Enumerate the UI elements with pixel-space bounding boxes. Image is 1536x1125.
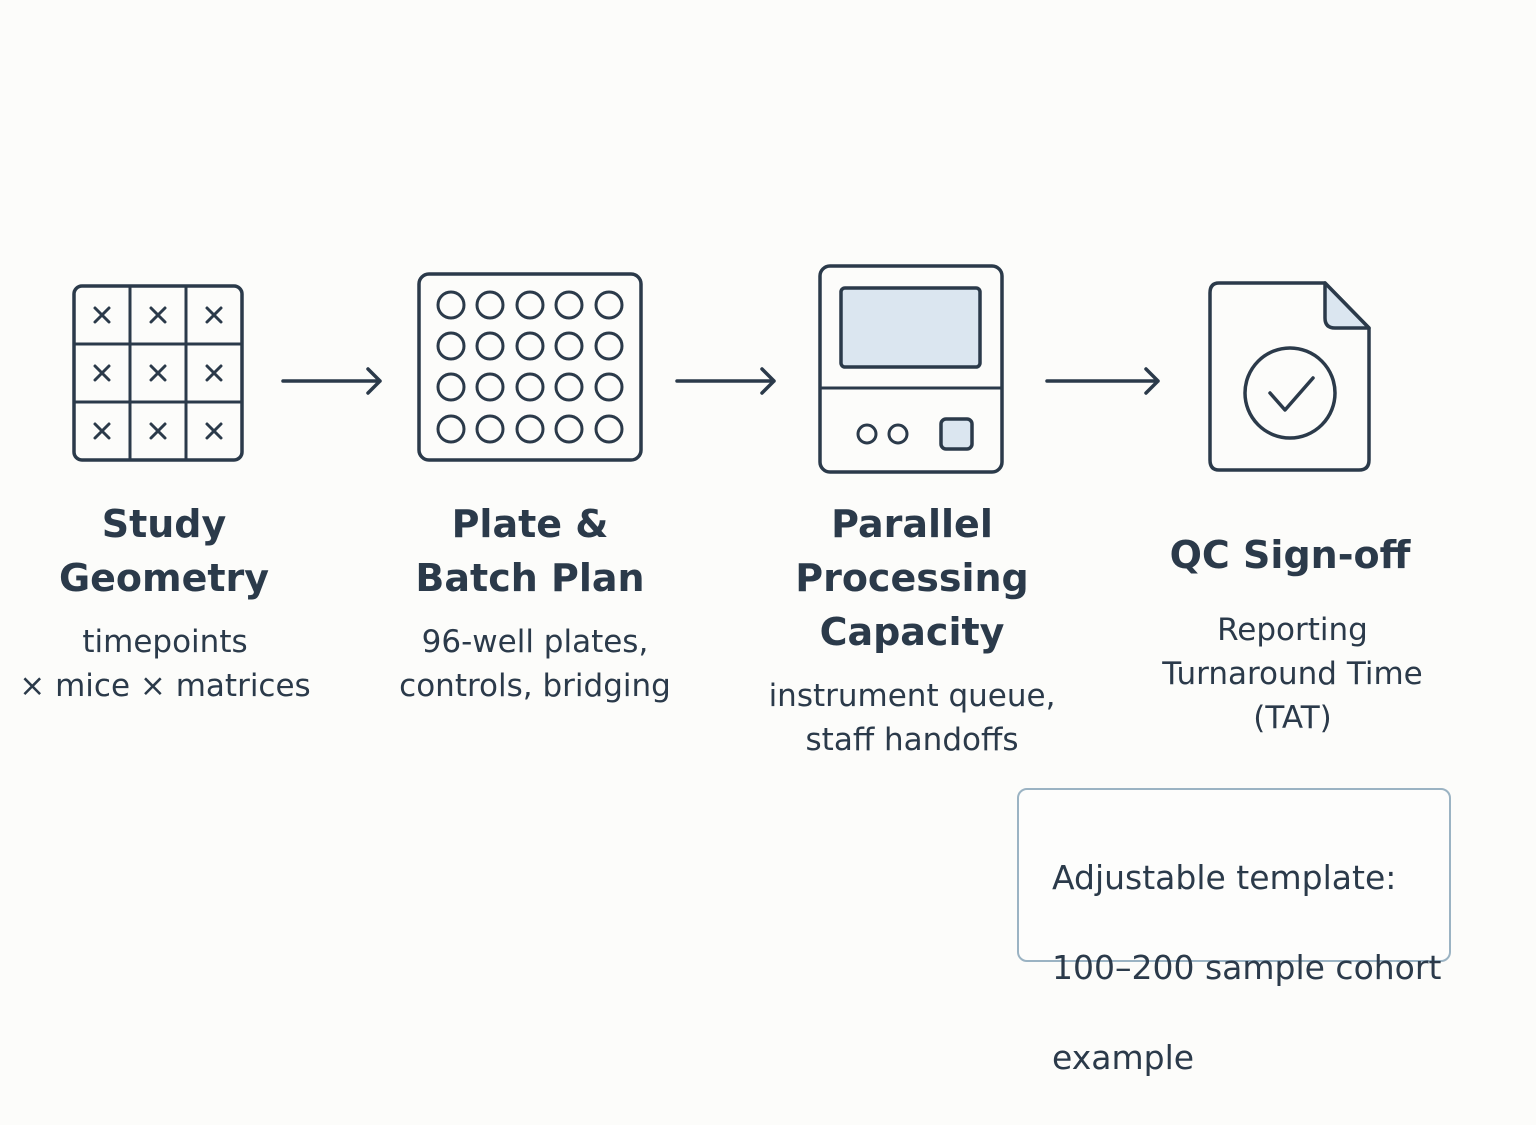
well-circle-icon [436,331,466,361]
step-description-line: timepoints [82,624,248,660]
x-mark-icon [93,364,111,382]
well-plate-icon [417,272,643,462]
note-line: Adjustable template: [1052,858,1397,897]
well-circle-icon [436,290,466,320]
grid-x-icon [72,284,244,462]
x-mark-icon [149,422,167,440]
well-circle-icon [515,290,545,320]
step-description: instrument queue, staff handoffs [742,674,1082,762]
step-title: Parallel Processing Capacity [752,497,1072,659]
step-description-line: Turnaround Time [1162,656,1423,692]
step-title: Plate & Batch Plan [380,497,680,605]
step-description-line: × mice × matrices [19,668,311,704]
arrow-right-icon [674,366,780,400]
step-title-line: Plate & [451,502,609,546]
step-title-line: Capacity [819,610,1005,654]
well-circle-icon [515,372,545,402]
step-title: QC Sign-off [1130,528,1450,582]
well-circle-icon [436,372,466,402]
step-description: 96-well plates, controls, bridging [370,620,700,708]
x-mark-icon [93,306,111,324]
document-check-icon [1207,280,1373,474]
step-description: timepoints × mice × matrices [0,620,330,708]
well-circle-icon [436,414,466,444]
step-description-line: 96-well plates, [421,624,649,660]
step-description: Reporting Turnaround Time (TAT) [1120,608,1465,740]
well-circle-icon [554,331,584,361]
x-mark-icon [149,306,167,324]
instrument-icon [818,264,1004,474]
well-circle-icon [515,414,545,444]
well-circle-icon [594,290,624,320]
step-description-line: staff handoffs [805,722,1019,758]
well-circle-icon [475,372,505,402]
well-circle-icon [594,414,624,444]
x-mark-icon [93,422,111,440]
step-description-line: (TAT) [1253,700,1332,736]
step-title-line: Batch Plan [415,556,645,600]
well-circle-icon [554,290,584,320]
step-title-line: QC Sign-off [1169,533,1411,577]
note-line: 100–200 sample cohort [1052,948,1442,987]
well-circle-icon [554,372,584,402]
well-circle-icon [475,290,505,320]
step-title-line: Study [101,502,227,546]
template-note-box: Adjustable template: 100–200 sample coho… [1017,788,1451,1077]
well-circle-icon [475,414,505,444]
step-title-line: Geometry [58,556,270,600]
x-mark-icon [205,422,223,440]
template-note-text: Adjustable template: 100–200 sample coho… [1052,810,1441,1125]
x-mark-icon [205,306,223,324]
well-circle-icon [594,372,624,402]
step-title-line: Processing [795,556,1029,600]
arrow-right-icon [280,366,386,400]
step-description-line: controls, bridging [399,668,671,704]
arrow-right-icon [1044,366,1164,400]
note-line: example [1052,1038,1195,1077]
x-mark-icon [205,364,223,382]
well-circle-icon [594,331,624,361]
step-title-line: Parallel [831,502,993,546]
well-circle-icon [475,331,505,361]
well-circle-icon [515,331,545,361]
step-description-line: instrument queue, [768,678,1056,714]
x-mark-icon [149,364,167,382]
step-title: Study Geometry [14,497,314,605]
step-description-line: Reporting [1217,612,1368,648]
well-circle-icon [554,414,584,444]
